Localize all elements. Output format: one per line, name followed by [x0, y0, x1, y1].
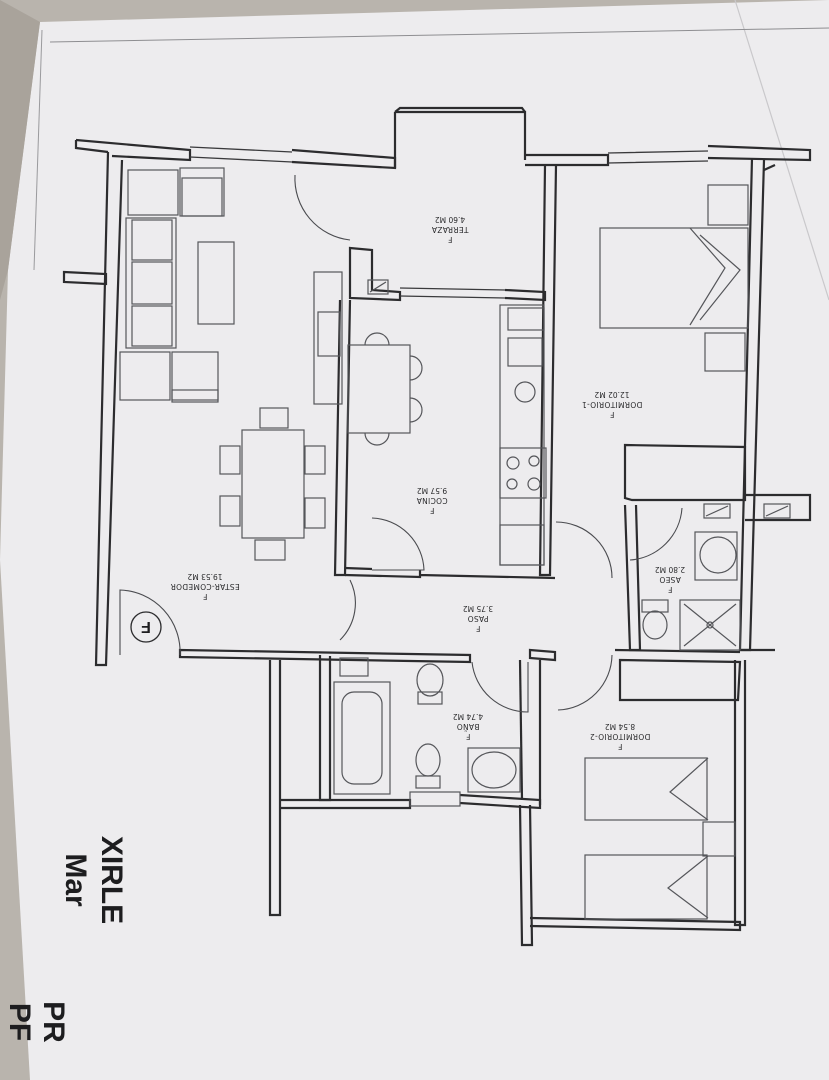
label-dormitorio-1: F DORMITORIO-1 12.02 M2 [582, 390, 643, 419]
svg-text:COCINA: COCINA [416, 496, 448, 505]
svg-text:F: F [668, 585, 673, 594]
interior-walls [318, 164, 747, 805]
shower-tray [679, 599, 741, 651]
svg-text:DORMITORIO-2: DORMITORIO-2 [590, 732, 651, 741]
label-aseo: F ASEO 2.80 M2 [655, 565, 686, 594]
svg-text:F: F [203, 592, 208, 601]
kitchen-table [347, 344, 411, 434]
room-area: 4.60 M2 [435, 215, 466, 224]
svg-text:19.53 M2: 19.53 M2 [187, 572, 222, 581]
svg-text:3.75 M2: 3.75 M2 [463, 604, 494, 613]
svg-text:F: F [618, 742, 623, 751]
label-dormitorio-2: F DORMITORIO-2 8.54 M2 [590, 722, 651, 751]
label-estar-comedor: F ESTAR-COMEDOR 19.53 M2 [170, 572, 239, 601]
bano-sink [467, 747, 521, 793]
svg-text:ASEO: ASEO [659, 575, 681, 584]
single-bed-2 [584, 854, 708, 920]
svg-text:DORMITORIO-1: DORMITORIO-1 [582, 400, 643, 409]
side-text-line3: PR [37, 1001, 70, 1043]
label-cocina: F COCINA 9.57 M2 [416, 486, 448, 515]
paper-edge-left [33, 29, 43, 271]
svg-text:F: F [430, 506, 435, 515]
coffee-table [197, 241, 235, 325]
svg-text:9.57 M2: 9.57 M2 [417, 486, 448, 495]
entrance-symbol: F [130, 611, 162, 643]
label-paso: F PASO 3.75 M2 [463, 604, 494, 633]
paper-shadow-left [0, 0, 40, 300]
svg-text:F: F [476, 624, 481, 633]
sofa-cushion [127, 169, 179, 216]
svg-text:BAÑO: BAÑO [457, 722, 480, 731]
room-name: TERRAZA [431, 225, 470, 234]
svg-text:F: F [141, 618, 151, 635]
side-text-line4: PF [3, 1003, 36, 1041]
exterior-walls [62, 106, 812, 947]
furniture [119, 167, 791, 920]
single-bed-1 [584, 757, 708, 821]
dining-table [241, 429, 305, 539]
svg-text:F: F [466, 732, 471, 741]
side-text: XIRLE Mar PR PF [3, 836, 128, 1043]
bathtub [333, 681, 391, 795]
double-bed-1 [599, 227, 749, 329]
label-terraza: F TERRAZA 4.60 M2 [431, 215, 470, 244]
svg-text:8.54 M2: 8.54 M2 [605, 722, 636, 731]
paper-edge-top [49, 27, 829, 43]
label-bano: F BAÑO 4.74 M2 [453, 712, 484, 741]
side-text-line1: XIRLE [95, 836, 128, 924]
room-marker: F [448, 235, 453, 244]
svg-text:F: F [610, 410, 615, 419]
svg-text:PASO: PASO [467, 614, 488, 623]
svg-text:2.80 M2: 2.80 M2 [655, 565, 686, 574]
side-text-line2: Mar [59, 853, 92, 907]
tv-unit [313, 271, 343, 405]
svg-text:4.74 M2: 4.74 M2 [453, 712, 484, 721]
aseo-sink [694, 531, 738, 581]
svg-text:12.02 M2: 12.02 M2 [594, 390, 629, 399]
door-swings [119, 174, 683, 713]
svg-text:ESTAR-COMEDOR: ESTAR-COMEDOR [170, 582, 239, 591]
